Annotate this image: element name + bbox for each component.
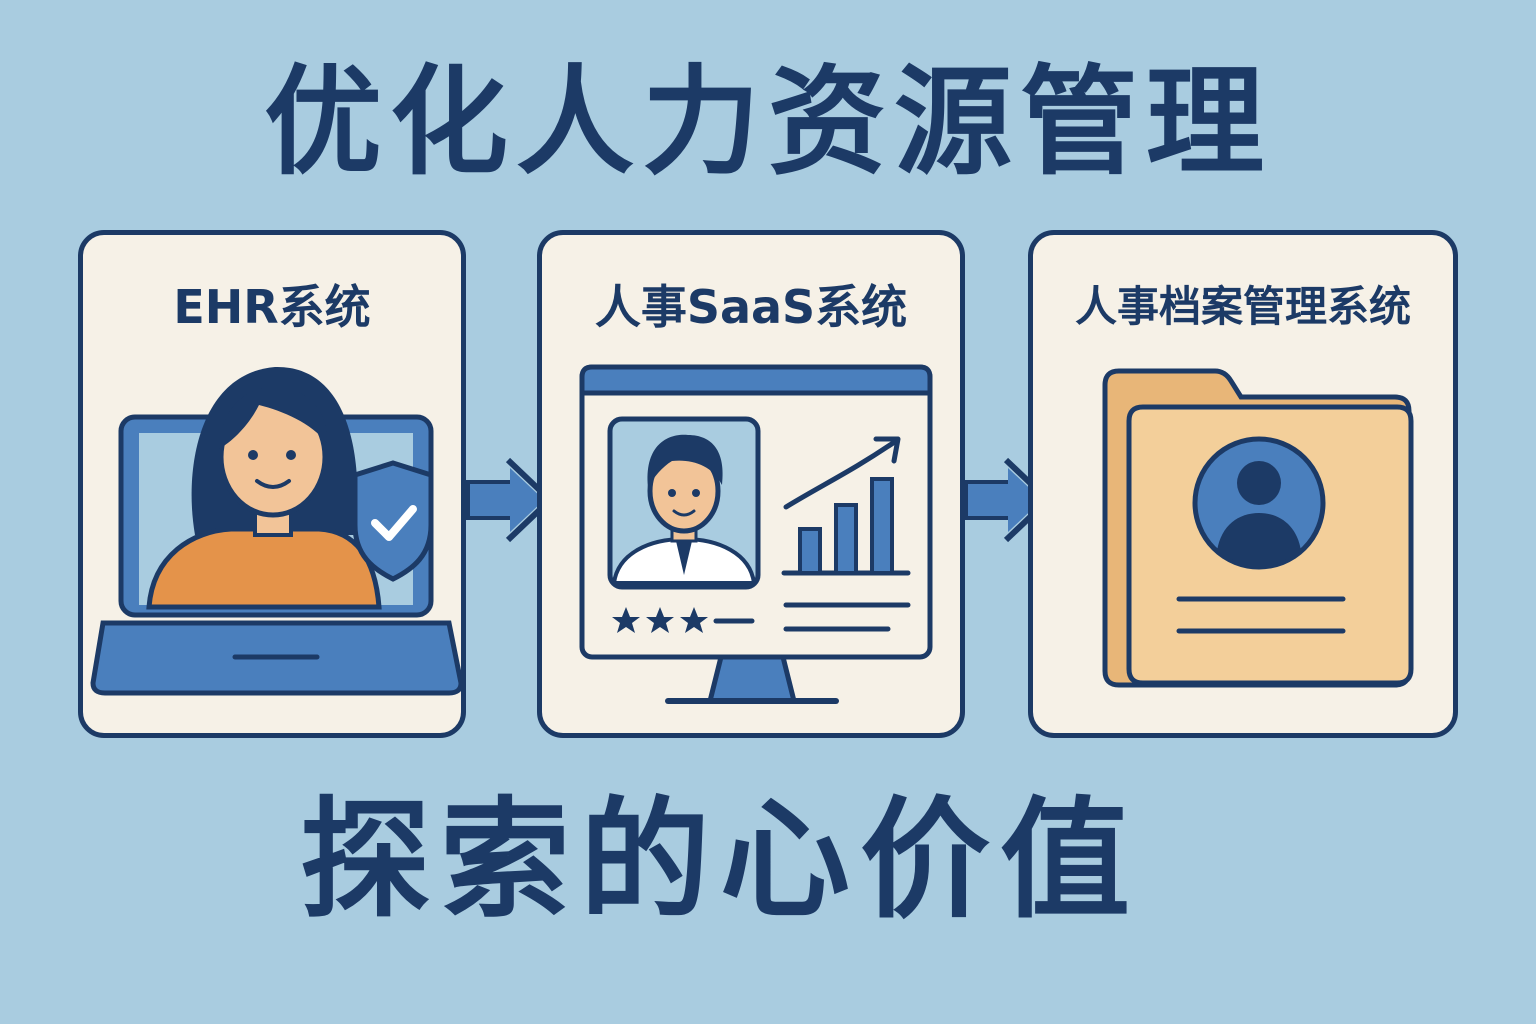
monitor-profile-chart-icon (579, 364, 933, 704)
card-title: EHR系统 (173, 280, 371, 334)
arrow-right-icon (964, 457, 1051, 543)
page-title: 优化人力资源管理 (263, 53, 1272, 191)
card-title: 人事档案管理系统 (1074, 282, 1411, 331)
card-archive-system: 人事档案管理系统 (1028, 230, 1458, 738)
card-saas-system: 人事SaaS系统 (537, 230, 965, 738)
folder-person-icon (1102, 368, 1414, 688)
woman-laptop-shield-icon (90, 366, 461, 696)
arrow-right-icon (466, 457, 553, 543)
card-title: 人事SaaS系统 (594, 280, 908, 334)
page-subtitle: 探索的心价值 (299, 784, 1140, 936)
card-ehr-system: EHR系统 (78, 230, 466, 738)
